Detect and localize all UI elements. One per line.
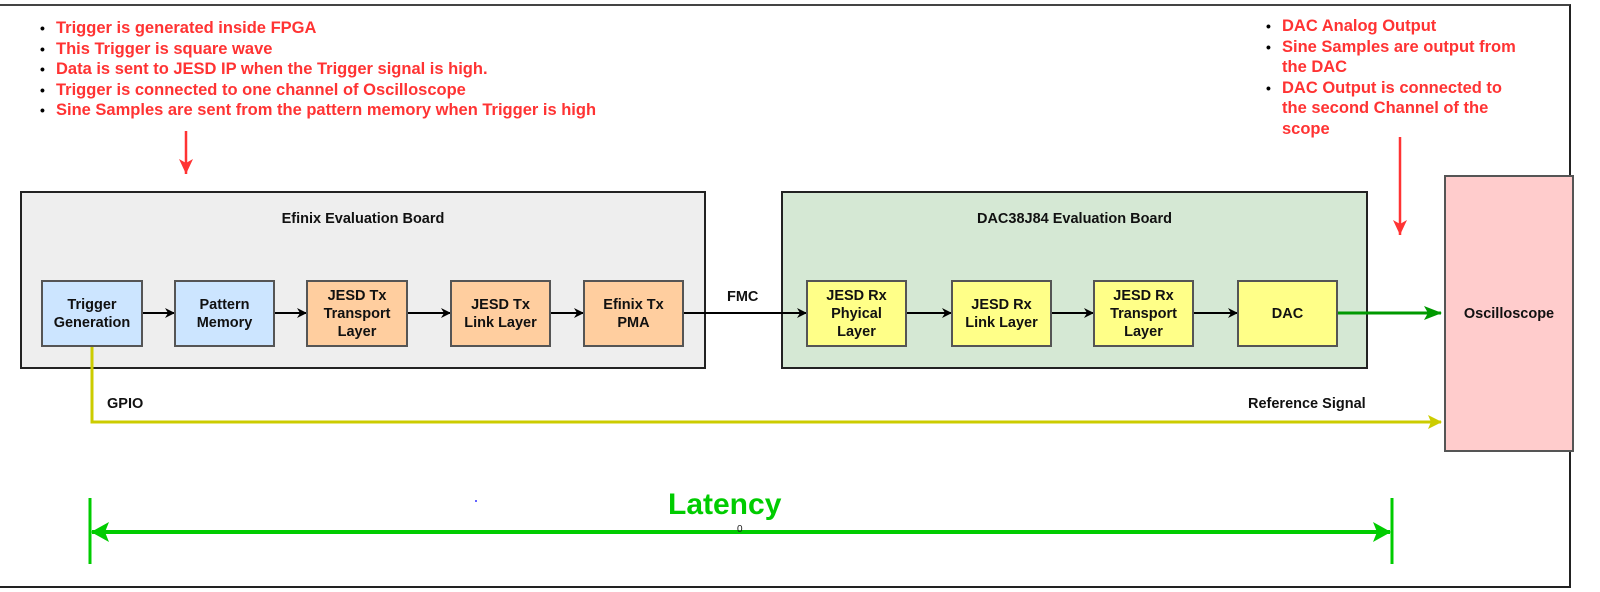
note-item: Sine Samples are sent from the pattern m… [38, 100, 596, 121]
reference-signal-label: Reference Signal [1248, 396, 1366, 412]
note-item: Trigger is connected to one channel of O… [38, 80, 596, 101]
oscilloscope-block: Oscilloscope [1444, 175, 1574, 452]
note-item: Trigger is generated inside FPGA [38, 18, 596, 39]
gpio-reference-wire [90, 346, 1442, 429]
fmc-label: FMC [727, 289, 759, 305]
board-title: DAC38J84 Evaluation Board [976, 211, 1172, 227]
gpio-label: GPIO [107, 396, 144, 412]
latency-midpoint-marker: 0 [737, 524, 743, 535]
jesd-rx-link-layer-block: JESD Rx Link Layer [951, 280, 1052, 347]
efinix-tx-pma-block: Efinix Tx PMA [583, 280, 684, 347]
jesd-tx-link-layer-block: JESD Tx Link Layer [450, 280, 551, 347]
trigger-notes: Trigger is generated inside FPGA This Tr… [38, 18, 596, 121]
jesd-rx-transport-layer-block: JESD Rx Transport Layer [1093, 280, 1194, 347]
note-item: DAC Analog Output [1264, 16, 1524, 37]
jesd-rx-physical-layer-block: JESD Rx Phyical Layer [806, 280, 907, 347]
note-item: Data is sent to JESD IP when the Trigger… [38, 59, 596, 80]
jesd-tx-transport-layer-block: JESD Tx Transport Layer [306, 280, 408, 347]
note-item: Sine Samples are output from the DAC [1264, 37, 1524, 78]
note-item: This Trigger is square wave [38, 39, 596, 60]
dac-output-notes: DAC Analog Output Sine Samples are outpu… [1264, 16, 1524, 139]
note-item: DAC Output is connected to the second Ch… [1264, 78, 1524, 140]
latency-label: Latency [668, 488, 782, 521]
board-title: Efinix Evaluation Board [281, 211, 445, 227]
stray-dot [475, 500, 477, 502]
dac-block: DAC [1237, 280, 1338, 347]
trigger-generation-block: Trigger Generation [41, 280, 143, 347]
pattern-memory-block: Pattern Memory [174, 280, 275, 347]
